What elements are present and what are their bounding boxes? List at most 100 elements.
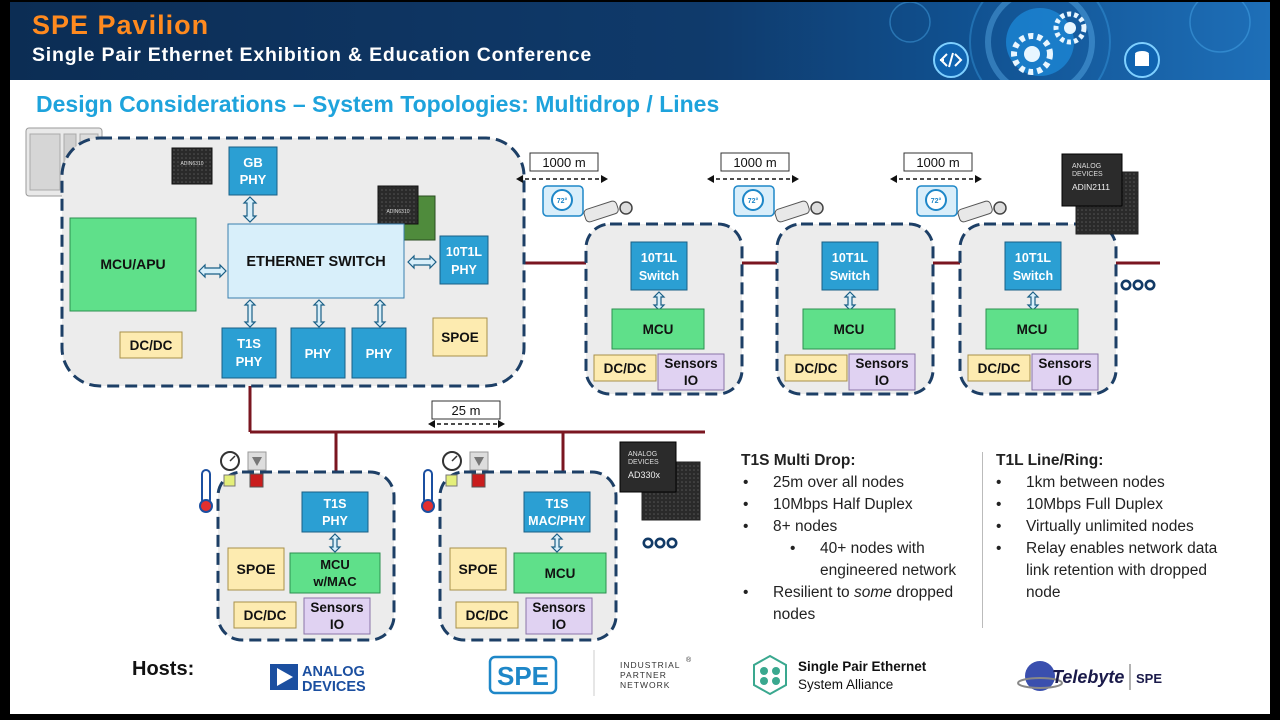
ipn-mark: INDUSTRIAL PARTNER NETWORK ® [593, 650, 692, 696]
page-title: Design Considerations – System Topologie… [36, 91, 720, 117]
box-label: DC/DC [795, 361, 838, 376]
t1s-bullet-text: Resilient to [773, 584, 854, 601]
t1l-bullet: Virtually unlimited nodes [1026, 518, 1194, 535]
t1s-bullet-mark: • [743, 496, 749, 513]
box-label: MAC/PHY [528, 514, 586, 528]
box-label: Sensors [1038, 356, 1091, 371]
industrial-partner-network-logo[interactable]: INDUSTRIAL PARTNER NETWORK ® [592, 650, 702, 696]
svg-text:ADIN6310: ADIN6310 [386, 209, 409, 215]
t1s-nodes: T1SPHYMCUw/MACSPOEDC/DCSensorsIOT1SMAC/P… [199, 451, 618, 642]
box-label: 1000 m [542, 155, 585, 170]
svg-text:ADIN6310: ADIN6310 [180, 161, 203, 167]
spe-mark: SPE [488, 655, 558, 695]
box-label: Sensors [532, 600, 585, 615]
box-label: IO [684, 373, 698, 388]
analog-devices-mark: ANALOG DEVICES [270, 664, 366, 695]
svg-text:PHY: PHY [240, 172, 267, 187]
t1s-bullet: 25m over all nodes [773, 474, 904, 491]
box-label: DC/DC [466, 608, 509, 623]
spe-system-alliance-logo[interactable]: Single Pair Ethernet System Alliance [748, 654, 938, 696]
t1l-span-marker: 1000 m [890, 152, 982, 183]
dcdc-box: DC/DC [233, 601, 297, 629]
mcu-box: MCU [513, 552, 607, 594]
box-label: MCU [320, 557, 350, 572]
t1s-span-marker: 25 m [428, 400, 505, 428]
banner-title: SPE Pavilion [32, 10, 210, 40]
box-label: w/MAC [312, 574, 357, 589]
box-label: 1000 m [733, 155, 776, 170]
t1s-info-title: T1S Multi Drop: [741, 452, 856, 469]
analog-devices-logo[interactable]: ANALOG DEVICES [268, 658, 378, 695]
box-label: IO [1058, 373, 1072, 388]
t1l-bullet: 1km between nodes [1026, 474, 1165, 491]
mcu-apu-box: MCU/APU [69, 217, 197, 312]
level-sensor-icon [469, 451, 489, 488]
svg-text:SPOE: SPOE [441, 330, 479, 345]
temperature-gauge-icon: 72° [542, 185, 584, 217]
svg-text:PHY: PHY [366, 346, 393, 361]
dcdc-box: DC/DC [119, 331, 183, 359]
box-label: 10T1L [832, 251, 868, 265]
dcdc-box: DC/DC [967, 354, 1031, 382]
t1l-bullet-mark: • [996, 518, 1002, 535]
t1s-bullet-text: dropped [891, 584, 954, 601]
t1s-bullet-resilient: Resilient to some dropped [773, 582, 953, 604]
banner-subtitle: Single Pair Ethernet Exhibition & Educat… [32, 44, 593, 66]
spe-alliance-mark: Single Pair Ethernet System Alliance [753, 654, 927, 696]
svg-text:INDUSTRIAL: INDUSTRIAL [620, 660, 681, 670]
svg-text:ANALOG: ANALOG [1072, 163, 1101, 170]
svg-text:PARTNER: PARTNER [620, 670, 667, 680]
svg-text:AD330x: AD330x [628, 470, 661, 480]
telebyte-mark: Telebyte SPE [1017, 661, 1162, 691]
telebyte-logo[interactable]: Telebyte SPE [1016, 656, 1166, 696]
svg-text:T1S: T1S [237, 336, 261, 351]
t1l-info-title: T1L Line/Ring: [996, 452, 1104, 469]
svg-text:DC/DC: DC/DC [130, 338, 173, 353]
temperature-gauge-icon: 72° [733, 185, 775, 217]
box-label: PHY [322, 514, 348, 528]
svg-text:GB: GB [243, 155, 263, 170]
continuation-dots-t1l [1120, 279, 1156, 291]
svg-text:10T1L: 10T1L [446, 245, 482, 259]
t1s-sub-bullet: 40+ nodes with [820, 540, 925, 557]
svg-text:PHY: PHY [305, 346, 332, 361]
gear-icon [1011, 33, 1053, 75]
camera-icon [957, 200, 1007, 223]
phy-box: PHY [290, 327, 346, 379]
svg-text:ETHERNET SWITCH: ETHERNET SWITCH [246, 254, 385, 270]
gear-icon [1053, 11, 1087, 45]
info-divider [982, 452, 983, 628]
box-label: MCU [1017, 322, 1048, 337]
box-label: SPOE [237, 561, 276, 577]
spoe-box: SPOE [432, 317, 488, 357]
spoe-box: SPOE [227, 547, 285, 591]
mcu-box: MCU [985, 308, 1079, 350]
t1l-bullet-mark: • [996, 474, 1002, 491]
camera-icon [774, 200, 824, 223]
t1l-bullet: 10Mbps Full Duplex [1026, 496, 1163, 513]
dial-gauge-icon [220, 451, 240, 487]
link-arrow [328, 533, 342, 553]
t1s-bullet-mark: • [743, 584, 749, 601]
mcu-box: MCU w/MAC [289, 552, 381, 594]
box-label: 72° [557, 197, 568, 205]
spe-logo[interactable]: SPE [488, 654, 560, 696]
t1l-bullet-mark: • [996, 496, 1002, 513]
adin2111-chip: ANALOG DEVICES ADIN2111 [1061, 153, 1139, 235]
ethernet-switch-box: ETHERNET SWITCH [227, 223, 405, 299]
t1l-bullet: link retention with dropped [1026, 562, 1207, 579]
